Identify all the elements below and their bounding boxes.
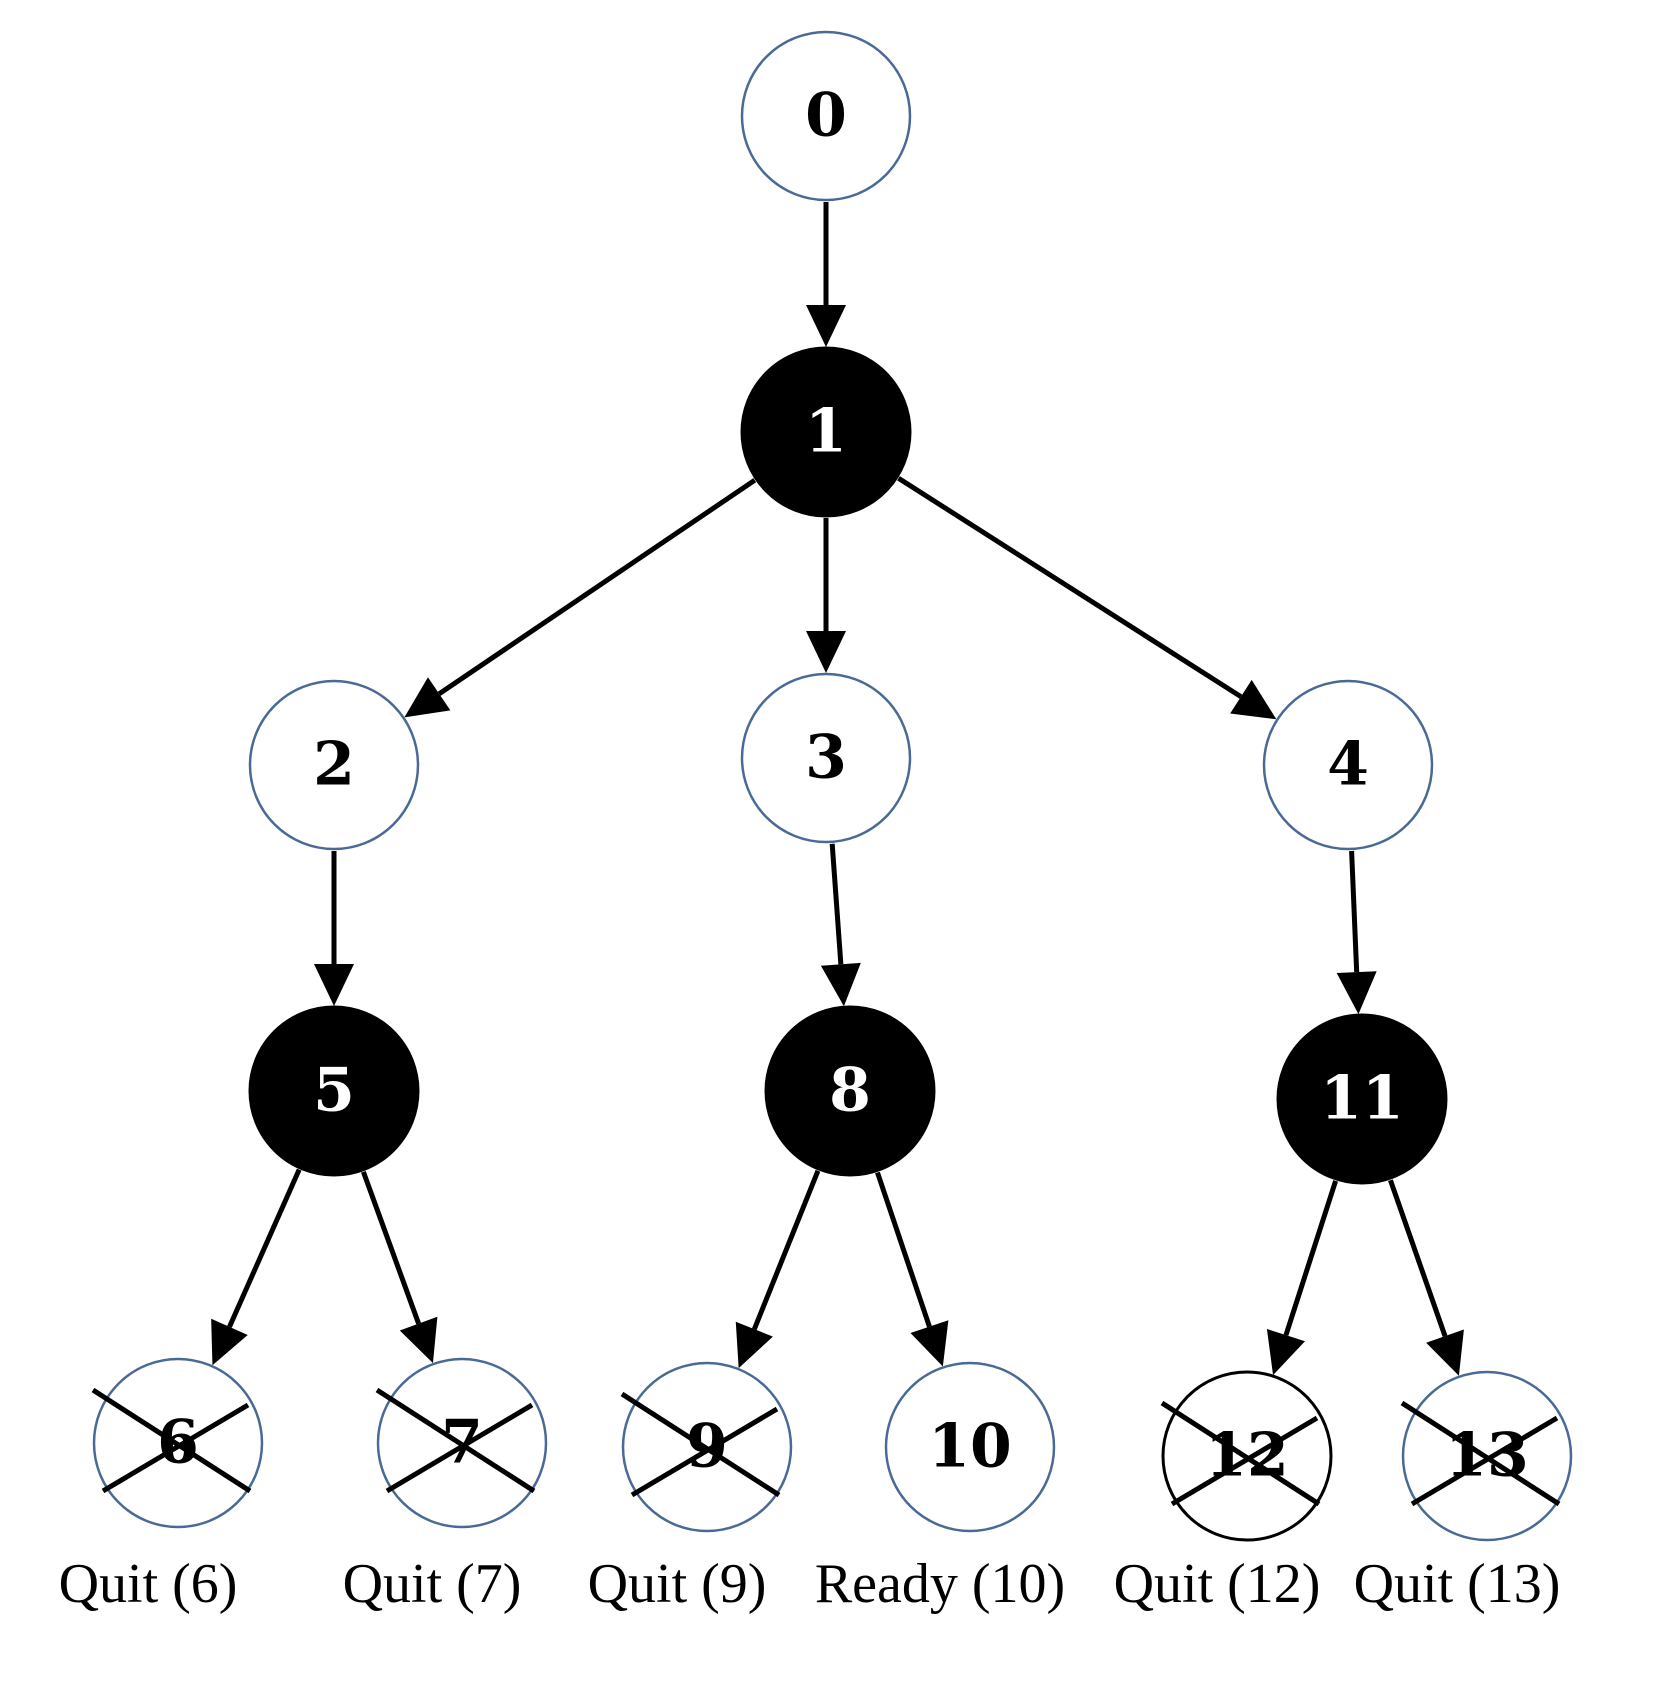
edge-4-to-11 [1336,850,1377,1015]
leaf-status-label: Quit (13) [1354,1553,1561,1615]
edge-11-to-12 [1266,1180,1339,1376]
edge-line [1349,850,1360,973]
node-3: 3 [740,672,912,844]
cross-out-stroke [1400,1400,1561,1507]
cross-out-stroke [385,1402,534,1494]
edge-8-to-9 [735,1169,821,1369]
edge-1-to-3 [806,518,846,673]
node-1: 1 [740,346,912,518]
arrowhead-icon [1336,971,1377,1015]
node-label: 10 [928,1412,1012,1482]
node-label: 3 [805,723,847,793]
cross-out-stroke [630,1406,779,1498]
edge-1-to-4 [897,476,1277,720]
node-circle [248,679,420,851]
arrowhead-icon [314,964,354,1006]
edge-line [227,1168,302,1328]
node-10: 10 [884,1361,1056,1533]
leaf-status-label: Quit (7) [343,1553,522,1615]
edge-5-to-6 [211,1168,302,1366]
node-7: 7 [375,1357,548,1529]
edge-line [361,1170,421,1325]
node-circle [740,30,912,202]
arrowhead-icon [806,305,846,347]
edge-0-to-1 [806,202,846,347]
node-9: 9 [620,1361,793,1533]
edge-2-to-5 [314,851,354,1006]
node-circle [884,1361,1056,1533]
node-label: 0 [805,81,847,151]
cross-out-stroke [101,1402,250,1494]
node-label: 2 [313,730,355,800]
leaf-labels-layer: Quit (6) Quit (7) Quit (9) Ready (10) Quit (… [59,1553,1561,1615]
nodes-layer: 012345811679101213 [91,30,1573,1542]
node-11: 11 [1276,1013,1448,1185]
arrowhead-icon [1230,679,1277,720]
edge-8-to-10 [875,1171,949,1367]
node-circle [1262,679,1434,851]
node-circle [740,672,912,844]
node-12: 12 [1160,1370,1333,1542]
node-label: 11 [1320,1064,1404,1134]
node-circle [740,346,912,518]
arrowhead-icon [211,1318,248,1366]
node-5: 5 [248,1005,420,1177]
node-6: 6 [91,1357,264,1529]
node-circle [764,1005,936,1177]
edge-11-to-13 [1388,1179,1464,1376]
edge-line [437,478,757,696]
edge-1-to-2 [404,478,757,718]
arrowhead-icon [806,631,846,673]
edge-line [875,1171,932,1328]
node-13: 13 [1400,1370,1573,1542]
cross-out-stroke [91,1387,252,1494]
edge-line [1388,1179,1448,1337]
leaf-status-label: Quit (6) [59,1553,238,1615]
edge-5-to-7 [361,1170,438,1364]
node-label: 1 [805,397,847,467]
node-label: 5 [313,1056,355,1126]
arrowhead-icon [735,1321,773,1369]
node-2: 2 [248,679,420,851]
node-0: 0 [740,30,912,202]
arrowhead-icon [404,677,451,718]
cross-out-stroke [1410,1415,1559,1507]
leaf-status-label: Ready (10) [815,1553,1065,1615]
edge-3-to-8 [820,843,861,1007]
node-4: 4 [1262,679,1434,851]
arrowhead-icon [820,962,861,1007]
cross-out-stroke [1160,1400,1321,1507]
edge-line [752,1169,821,1331]
cross-out-stroke [620,1391,781,1498]
edge-line [829,843,844,965]
edge-line [897,476,1243,699]
node-8: 8 [764,1005,936,1177]
cross-out-stroke [1170,1415,1319,1507]
arrowhead-icon [1266,1328,1305,1376]
arrowhead-icon [910,1320,949,1367]
edges-layer [211,202,1464,1376]
node-label: 8 [829,1056,871,1126]
arrowhead-icon [1426,1329,1464,1376]
node-circle [1276,1013,1448,1185]
node-circle [248,1005,420,1177]
leaf-status-label: Quit (9) [588,1553,767,1615]
leaf-status-label: Quit (12) [1114,1553,1321,1615]
arrowhead-icon [399,1316,438,1364]
cross-out-stroke [375,1387,536,1494]
edge-line [1283,1180,1339,1336]
node-label: 4 [1327,730,1369,800]
